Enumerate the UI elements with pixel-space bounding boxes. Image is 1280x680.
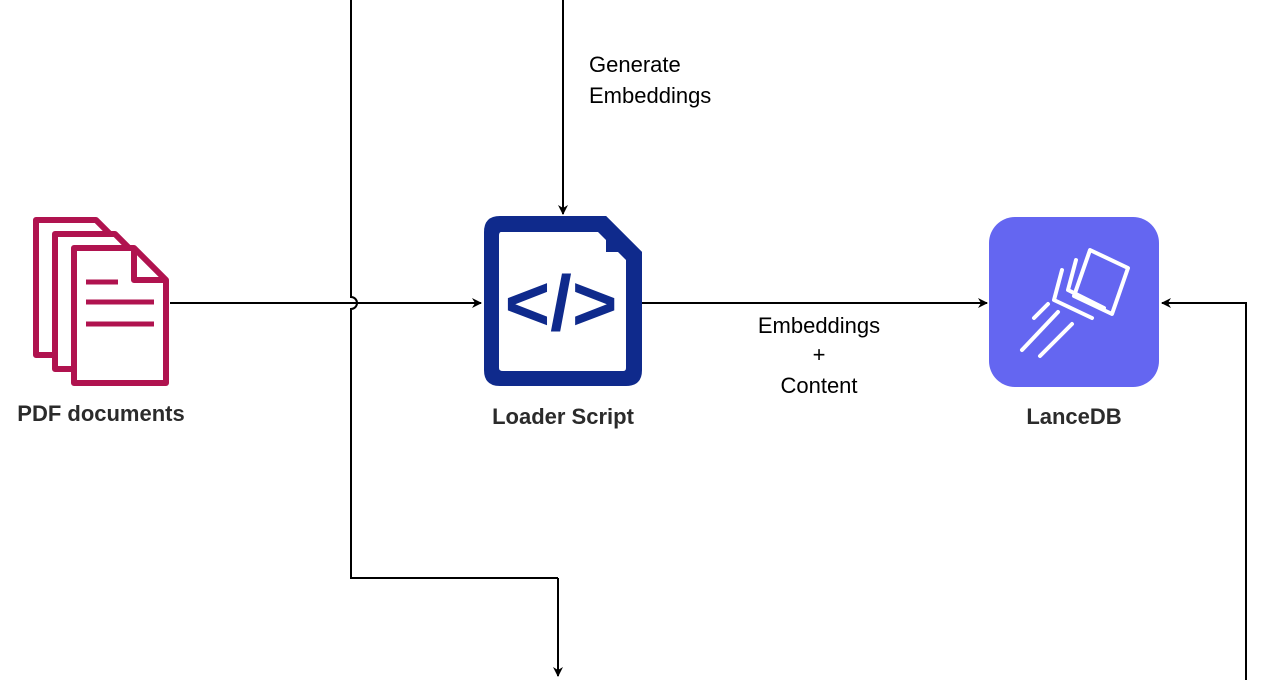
lancedb-logo-icon xyxy=(989,217,1159,387)
loader-script-node[interactable]: </> Loader Script xyxy=(484,216,642,429)
edge-label-embeddings-content: Embeddings + Content xyxy=(758,313,880,398)
code-file-icon: </> xyxy=(484,216,642,386)
edge-label-line-1: Generate xyxy=(589,52,681,77)
lancedb-label: LanceDB xyxy=(1026,404,1121,429)
edge-label-line-2: Embeddings xyxy=(589,83,711,108)
pdf-documents-label: PDF documents xyxy=(17,401,184,426)
connectors xyxy=(170,0,1247,680)
pdf-documents-node[interactable]: PDF documents xyxy=(17,217,185,426)
code-glyph: </> xyxy=(505,259,618,347)
edge-label-generate-embeddings: Generate Embeddings xyxy=(589,52,711,108)
edge-label-line-1: Embeddings xyxy=(758,313,880,338)
documents-icon xyxy=(33,217,169,386)
edge-return-to-lancedb xyxy=(1161,298,1247,680)
edge-label-line-3: Content xyxy=(780,373,857,398)
edge-label-line-2: + xyxy=(813,342,826,367)
lancedb-node[interactable]: LanceDB xyxy=(989,217,1159,429)
loader-script-label: Loader Script xyxy=(492,404,634,429)
